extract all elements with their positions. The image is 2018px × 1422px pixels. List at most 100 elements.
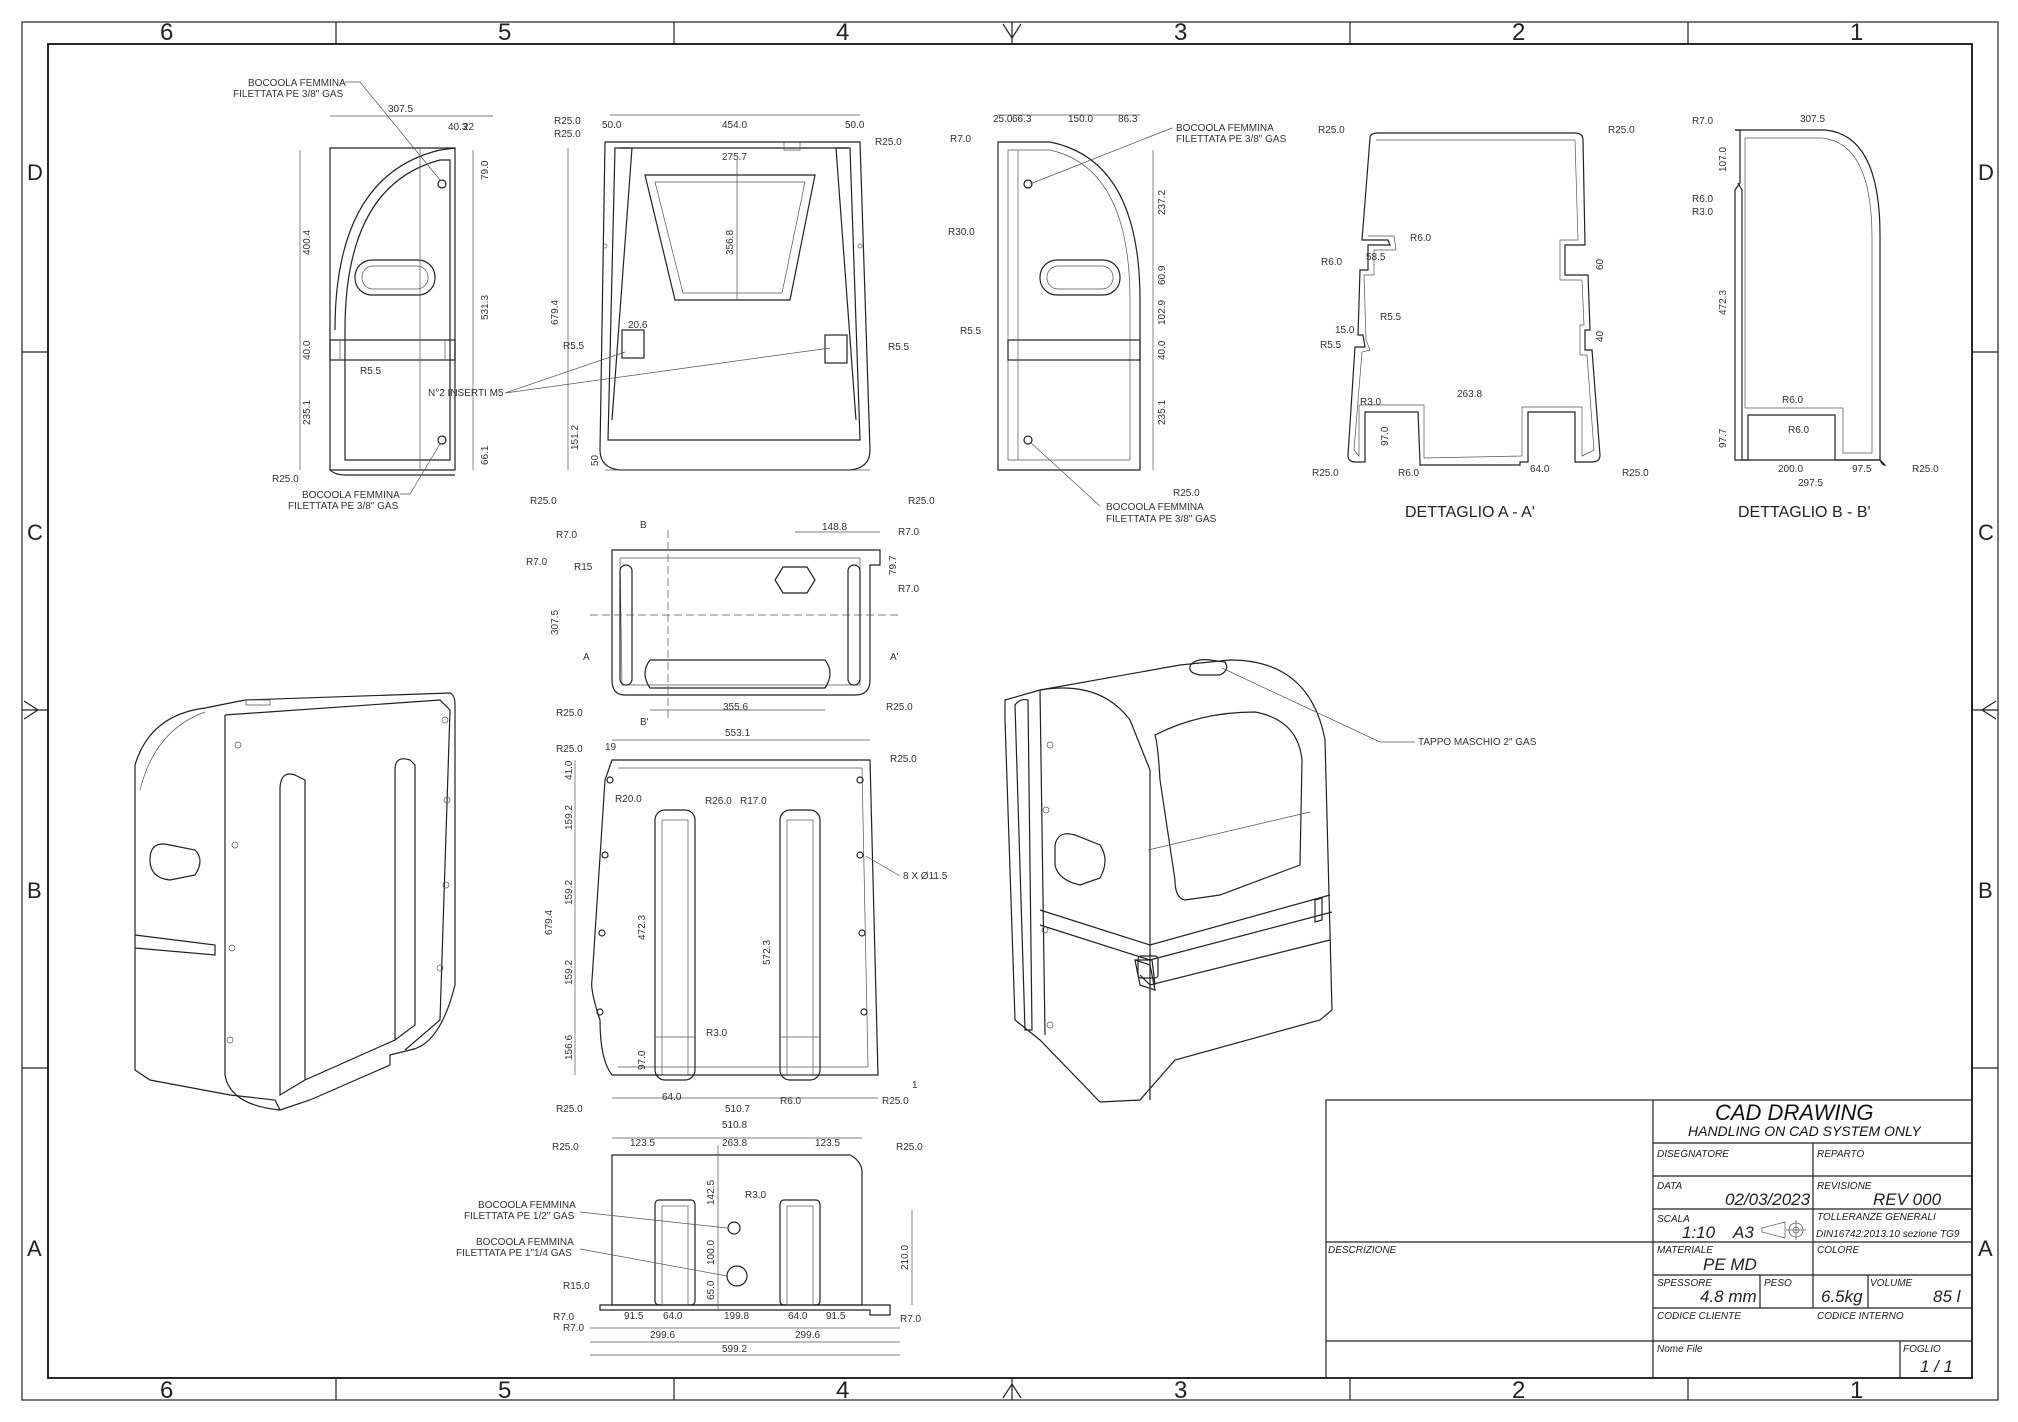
tb-descrizione-label: DESCRIZIONE — [1328, 1245, 1397, 1256]
detail-a-label: DETTAGLIO A - A' — [1405, 504, 1535, 521]
tv-section-a: A — [583, 652, 590, 663]
fc-dim-679-4: 679.4 — [550, 300, 561, 325]
tb-nome-file-label: Nome File — [1657, 1344, 1703, 1355]
bv-dim-679-4: 679.4 — [544, 910, 555, 935]
row-label-left-c: C — [27, 520, 43, 545]
bo-dim-263-8: 263.8 — [722, 1138, 747, 1149]
da-dim-15: 15.0 — [1335, 325, 1355, 336]
da-dim-64: 64.0 — [1530, 464, 1550, 475]
bo-dim-123-5b: 123.5 — [815, 1138, 840, 1149]
col-label-top-4: 4 — [836, 19, 849, 46]
detail-b-label: DETTAGLIO B - B' — [1738, 504, 1871, 521]
fl-note-1b: FILETTATA PE 3/8" GAS — [233, 89, 344, 100]
tb-volume-value: 85 l — [1933, 1287, 1962, 1306]
fl-note-1a: BOCOOLA FEMMINA — [248, 78, 346, 89]
tb-peso-label: PESO — [1764, 1278, 1792, 1289]
bo-note-2b: FILETTATA PE 1"1/4 GAS — [456, 1248, 572, 1259]
db-dim-97-5: 97.5 — [1852, 464, 1872, 475]
fc-dim-275-7: 275.7 — [722, 152, 747, 163]
col-label-bottom-4: 4 — [836, 1377, 849, 1404]
bo-note-1a: BOCOOLA FEMMINA — [478, 1200, 576, 1211]
bo-dim-510-8: 510.8 — [722, 1120, 747, 1131]
top-view — [590, 530, 900, 720]
fc-radius-7: R25.0 — [908, 496, 935, 507]
col-label-bottom-2: 2 — [1512, 1377, 1525, 1404]
col-label-top-2: 2 — [1512, 19, 1525, 46]
bv-dim-97: 97.0 — [637, 1050, 648, 1070]
db-radius-5: R6.0 — [1788, 425, 1810, 436]
bv-dim-64: 64.0 — [662, 1092, 682, 1103]
tb-spessore-label: SPESSORE — [1657, 1278, 1712, 1289]
sr-dim-102-9: 102.9 — [1157, 300, 1168, 325]
bo-dim-65: 65.0 — [706, 1280, 717, 1300]
tv-dim-355-6: 355.6 — [723, 702, 748, 713]
fc-dim-20-6: 20.6 — [628, 320, 648, 331]
back-view — [574, 739, 879, 1099]
tv-section-b: B — [640, 520, 647, 531]
fl-dim-22: 22 — [463, 122, 475, 133]
col-label-top-5: 5 — [498, 19, 511, 46]
fl-dim-235-1: 235.1 — [302, 400, 313, 425]
tb-foglio-label: FOGLIO — [1903, 1344, 1941, 1355]
bv-radius-8: R6.0 — [780, 1096, 802, 1107]
db-dim-297-5: 297.5 — [1798, 478, 1823, 489]
bv-radius-9: R25.0 — [882, 1096, 909, 1107]
db-dim-307-5: 307.5 — [1800, 114, 1825, 125]
bo-dim-91-5b: 91.5 — [826, 1311, 846, 1322]
db-dim-200: 200.0 — [1778, 464, 1803, 475]
tv-dim-79-7: 79.7 — [888, 555, 899, 575]
tb-scala-value: 1:10 — [1682, 1223, 1716, 1242]
tb-data-value: 02/03/2023 — [1725, 1190, 1811, 1209]
sr-dim-150: 150.0 — [1068, 114, 1093, 125]
bv-dim-159-2c: 159.2 — [564, 960, 575, 985]
bv-dim-156-6: 156.6 — [564, 1035, 575, 1060]
sr-dim-66-3: 66.3 — [1012, 114, 1032, 125]
bv-radius-7: R25.0 — [556, 1104, 583, 1115]
tb-title: CAD DRAWING — [1715, 1100, 1874, 1125]
fc-note-inserti: N°2 INSERTI M5 — [428, 388, 504, 399]
fl-radius-25: R25.0 — [272, 474, 299, 485]
bottom-view — [590, 1137, 913, 1356]
tv-dim-148-8: 148.8 — [822, 522, 847, 533]
fc-radius-3: R25.0 — [875, 137, 902, 148]
bo-note-2a: BOCOOLA FEMMINA — [476, 1237, 574, 1248]
fc-radius-5: R5.5 — [888, 342, 910, 353]
tb-peso-value: 6.5kg — [1821, 1287, 1863, 1306]
sr-note-1a: BOCOOLA FEMMINA — [1176, 123, 1274, 134]
bo-dim-64b: 64.0 — [788, 1311, 808, 1322]
db-dim-107: 107.0 — [1718, 147, 1729, 172]
row-label-left-d: D — [27, 160, 43, 185]
bo-dim-210: 210.0 — [900, 1245, 911, 1270]
tb-foglio-value: 1 / 1 — [1920, 1357, 1953, 1376]
tb-revisione-label: REVISIONE — [1817, 1181, 1872, 1192]
bo-dim-199-8: 199.8 — [724, 1311, 749, 1322]
row-label-right-a: A — [1978, 1236, 1993, 1261]
title-block — [1325, 1099, 1973, 1379]
bv-radius-6: R3.0 — [706, 1028, 728, 1039]
bo-radius-5: R7.0 — [553, 1312, 575, 1323]
sr-dim-237-2: 237.2 — [1157, 190, 1168, 215]
bo-note-1b: FILETTATA PE 1/2" GAS — [464, 1211, 575, 1222]
tv-radius-2: R7.0 — [526, 557, 548, 568]
fc-dim-151-2: 151.2 — [570, 425, 581, 450]
bv-dim-41: 41.0 — [564, 760, 575, 780]
bo-dim-91-5a: 91.5 — [624, 1311, 644, 1322]
db-radius-6: R25.0 — [1912, 464, 1939, 475]
bo-dim-299-6b: 299.6 — [795, 1330, 820, 1341]
row-label-right-d: D — [1978, 160, 1994, 185]
iso-note-tappo: TAPPO MASCHIO 2" GAS — [1418, 737, 1537, 748]
sr-note-2a: BOCOOLA FEMMINA — [1106, 502, 1204, 513]
tb-codice-interno-label: CODICE INTERNO — [1817, 1311, 1904, 1322]
iso-back-view — [134, 692, 456, 1111]
db-radius-4: R6.0 — [1782, 395, 1804, 406]
bv-dim-159-2b: 159.2 — [564, 880, 575, 905]
tv-radius-6: R25.0 — [556, 708, 583, 719]
tb-codice-cliente-label: CODICE CLIENTE — [1657, 1311, 1741, 1322]
da-radius-2: R25.0 — [1608, 125, 1635, 136]
row-label-left-b: B — [27, 878, 42, 903]
sr-dim-235-1: 235.1 — [1157, 400, 1168, 425]
detail-b-section — [1734, 129, 1887, 466]
da-radius-10: R25.0 — [1622, 468, 1649, 479]
bv-radius-2: R25.0 — [890, 754, 917, 765]
inner-frame — [47, 43, 1973, 1379]
